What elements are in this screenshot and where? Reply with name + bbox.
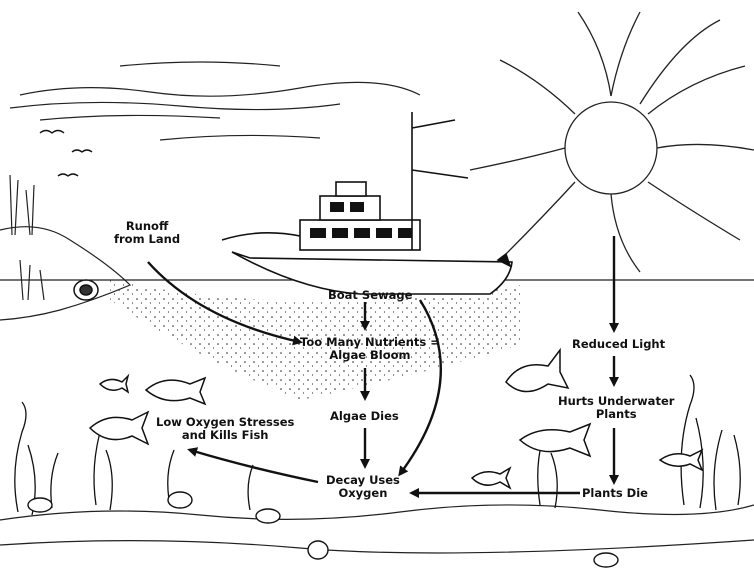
label-low-oxygen-line2: and Kills Fish bbox=[156, 429, 294, 442]
label-reduced-light: Reduced Light bbox=[572, 338, 665, 351]
boat-icon bbox=[222, 112, 512, 294]
label-algae-dies: Algae Dies bbox=[330, 410, 399, 423]
label-nutrients-line2: Algae Bloom bbox=[300, 349, 440, 362]
label-hurts-plants-line2: Plants bbox=[558, 408, 674, 421]
sun-icon bbox=[470, 12, 754, 272]
seabed bbox=[0, 505, 754, 553]
label-nutrients: Too Many Nutrients = Algae Bloom bbox=[300, 336, 440, 362]
label-runoff: Runoff from Land bbox=[114, 220, 180, 246]
label-decay: Decay Uses Oxygen bbox=[326, 474, 400, 500]
label-boat-sewage-line1: Boat Sewage bbox=[328, 289, 412, 302]
label-plants-die: Plants Die bbox=[582, 487, 648, 500]
label-runoff-line2: from Land bbox=[114, 233, 180, 246]
cloud-icon bbox=[10, 62, 420, 140]
label-low-oxygen: Low Oxygen Stresses and Kills Fish bbox=[156, 416, 294, 442]
label-algae-dies-line1: Algae Dies bbox=[330, 410, 399, 423]
runoff-pipe-icon bbox=[74, 280, 98, 300]
label-boat-sewage: Boat Sewage bbox=[328, 289, 412, 302]
arrow-decay-to-fish bbox=[190, 450, 318, 482]
label-reduced-light-line1: Reduced Light bbox=[572, 338, 665, 351]
crab-icon bbox=[28, 492, 618, 567]
label-hurts-plants: Hurts Underwater Plants bbox=[558, 395, 674, 421]
label-decay-line2: Oxygen bbox=[326, 487, 400, 500]
bird-icon bbox=[40, 131, 92, 177]
label-plants-die-line1: Plants Die bbox=[582, 487, 648, 500]
